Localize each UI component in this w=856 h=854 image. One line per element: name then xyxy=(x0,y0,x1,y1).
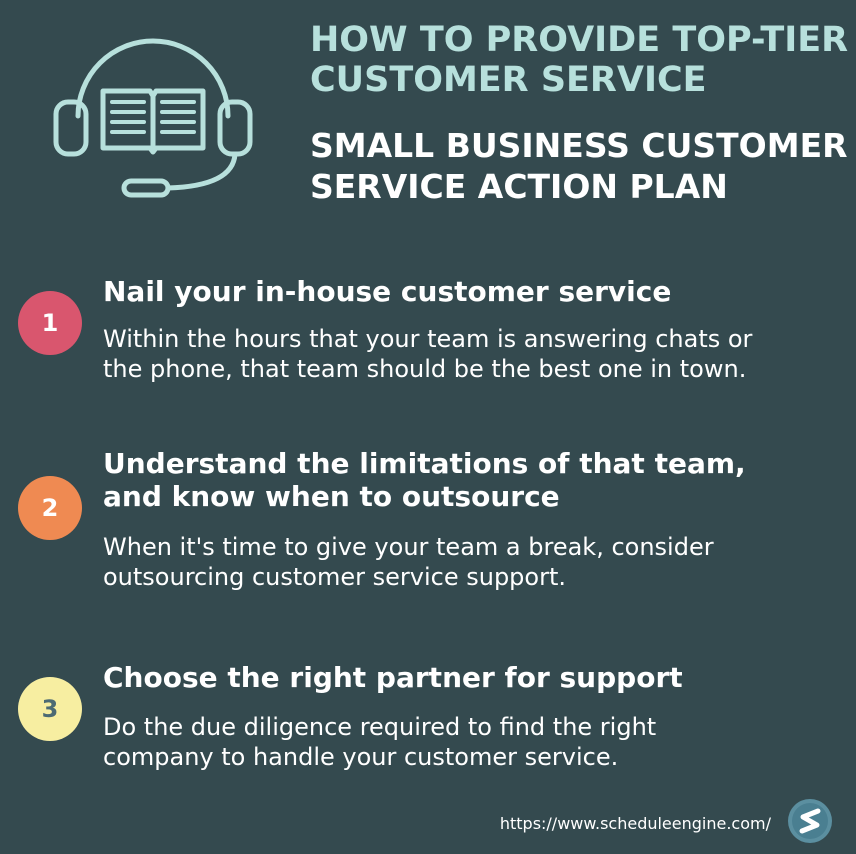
step-2-badge: 2 xyxy=(18,476,82,540)
step-1-badge: 1 xyxy=(18,291,82,355)
step-2-body-line-1: When it's time to give your team a break… xyxy=(103,533,714,561)
subtitle-line-1: SMALL BUSINESS CUSTOMER xyxy=(310,126,848,165)
footer-url-link[interactable]: https://www.scheduleengine.com/ xyxy=(499,814,771,833)
step-2-body-line-2: outsourcing customer service support. xyxy=(103,563,566,591)
step-1-number: 1 xyxy=(41,309,59,337)
step-3-heading: Choose the right partner for support xyxy=(103,661,683,694)
headset-book-icon xyxy=(48,36,258,206)
step-3-body: Do the due diligence required to find th… xyxy=(103,712,843,772)
title-line-2: CUSTOMER SERVICE xyxy=(310,60,707,100)
step-2-number: 2 xyxy=(41,494,59,522)
step-1-body-line-2: the phone, that team should be the best … xyxy=(103,355,747,383)
step-2-heading-line-2: and know when to outsource xyxy=(103,480,560,513)
page-subtitle: SMALL BUSINESS CUSTOMER SERVICE ACTION P… xyxy=(310,125,850,207)
step-2-heading-line-1: Understand the limitations of that team, xyxy=(103,447,746,480)
step-3-body-line-1: Do the due diligence required to find th… xyxy=(103,713,657,741)
step-3-body-line-2: company to handle your customer service. xyxy=(103,743,619,771)
title-line-1: HOW TO PROVIDE TOP-TIER xyxy=(310,20,849,60)
step-1-body: Within the hours that your team is answe… xyxy=(103,324,843,384)
step-1-heading: Nail your in-house customer service xyxy=(103,275,672,308)
step-3-number: 3 xyxy=(41,695,59,723)
step-1-body-line-1: Within the hours that your team is answe… xyxy=(103,325,753,353)
step-2-body: When it's time to give your team a break… xyxy=(103,532,843,592)
step-3-badge: 3 xyxy=(18,677,82,741)
subtitle-line-2: SERVICE ACTION PLAN xyxy=(310,167,728,206)
schedule-engine-logo[interactable] xyxy=(787,798,833,844)
page-title: HOW TO PROVIDE TOP-TIER CUSTOMER SERVICE xyxy=(310,20,850,100)
step-2-heading: Understand the limitations of that team,… xyxy=(103,447,843,513)
